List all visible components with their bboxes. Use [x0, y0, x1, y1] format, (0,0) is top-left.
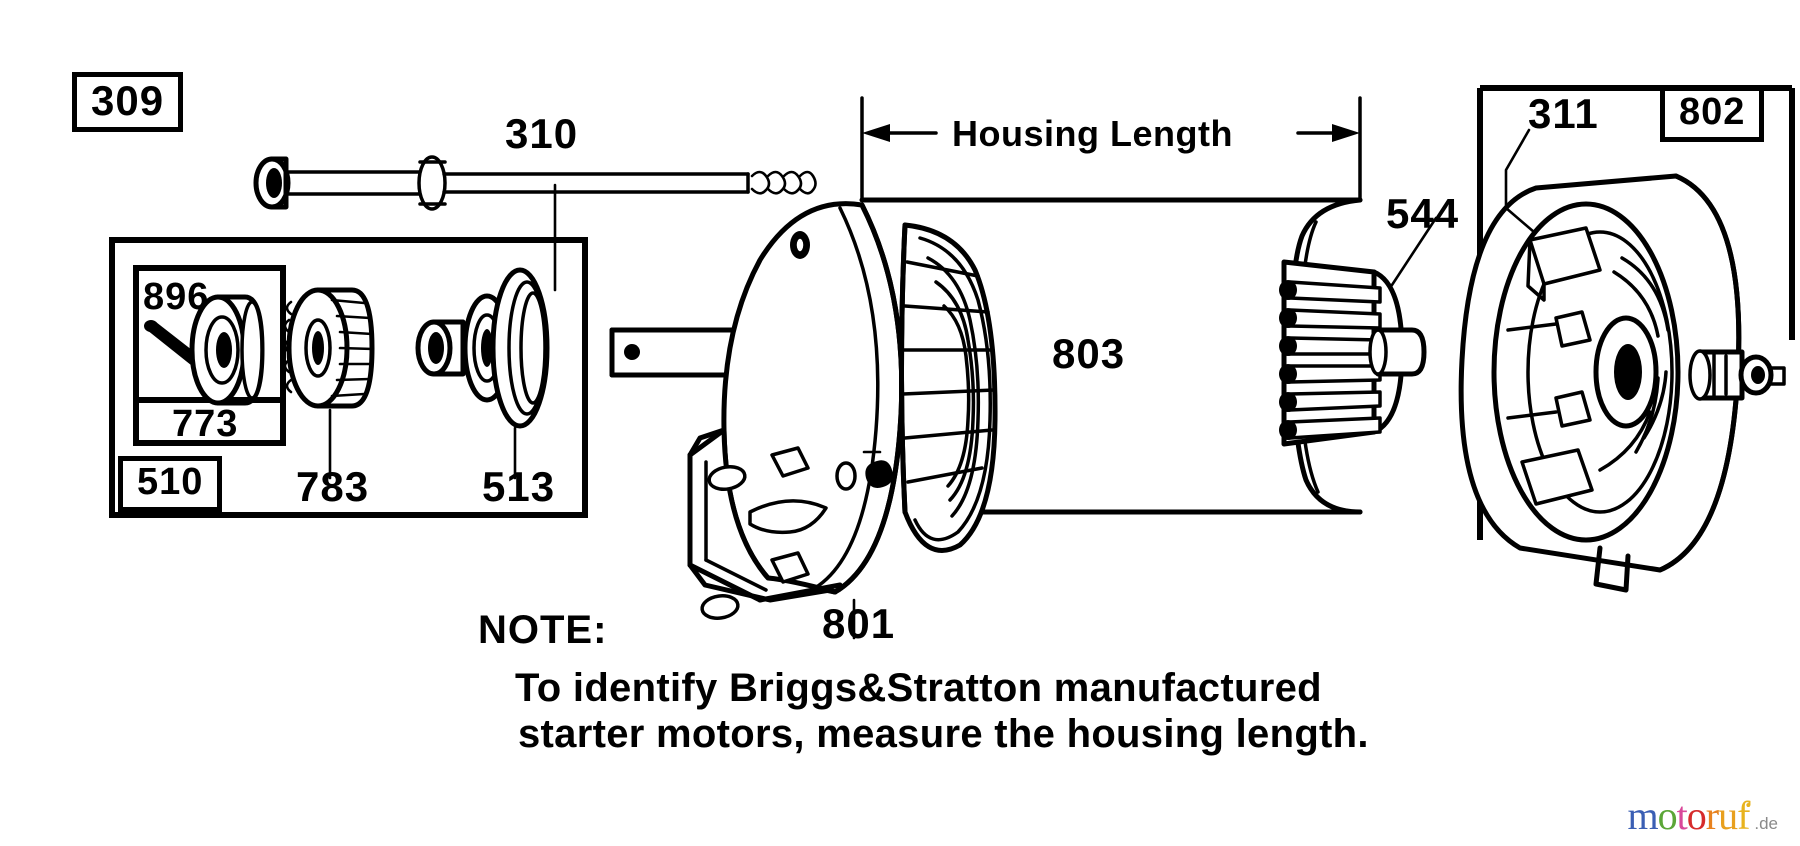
callout-896: 896	[143, 276, 210, 318]
callout-311: 311	[1528, 90, 1599, 137]
watermark-letter: o	[1657, 793, 1678, 838]
part-783-gear	[283, 287, 375, 480]
part-513-drive-assembly	[415, 267, 550, 480]
note-heading: NOTE:	[478, 608, 608, 652]
callout-801: 801	[822, 600, 896, 647]
part-773-pinion-gear	[189, 294, 265, 406]
callout-510: 510	[118, 456, 223, 512]
part-803-armature-and-housing	[859, 197, 1363, 553]
note-line-2: starter motors, measure the housing leng…	[518, 712, 1369, 756]
watermark-letter: r	[1705, 793, 1719, 838]
callout-773: 773	[172, 403, 239, 445]
callout-513: 513	[482, 463, 556, 510]
part-544-brush-assembly	[1279, 197, 1438, 515]
watermark-dot: •	[1745, 796, 1751, 815]
part-896-773-inner-box	[133, 265, 286, 446]
part-801-drive-end-cap	[609, 201, 905, 640]
watermark-tld: .de	[1754, 814, 1778, 833]
note-line-1: To identify Briggs&Stratton manufactured	[515, 666, 1322, 710]
callout-310: 310	[505, 110, 579, 157]
left-parts-outer-box	[109, 237, 588, 518]
watermark-letter: m	[1627, 793, 1659, 838]
part-310-through-bolt	[253, 155, 817, 292]
callout-803: 803	[1052, 330, 1126, 377]
motoruf-watermark: motoruf•.de	[1628, 796, 1779, 836]
watermark-letter: t	[1676, 793, 1688, 838]
callout-783: 783	[296, 463, 370, 510]
housing-length-dimension	[860, 96, 1362, 202]
callout-802: 802	[1660, 86, 1765, 142]
callout-544: 544	[1386, 190, 1460, 237]
watermark-letter: o	[1686, 793, 1707, 838]
watermark-wordmark: motoruf	[1627, 793, 1751, 838]
part-311-802-commutator-end-cap	[1458, 128, 1786, 593]
callout-309: 309	[72, 72, 184, 133]
watermark-letter: u	[1718, 793, 1738, 838]
watermark-letter: f	[1737, 793, 1750, 838]
housing-length-label: Housing Length	[952, 113, 1233, 154]
